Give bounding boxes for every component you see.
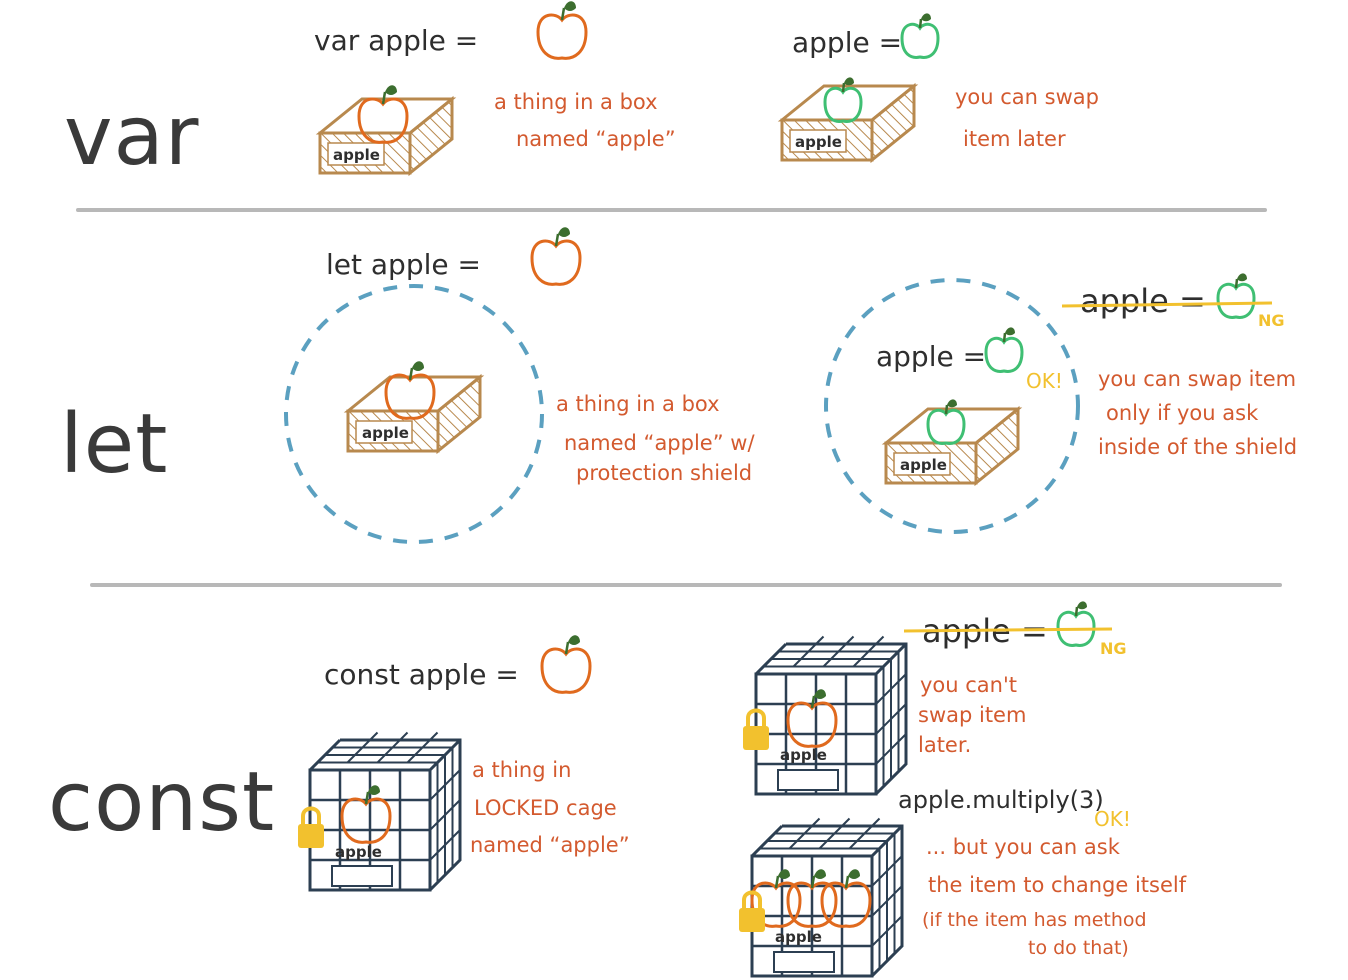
var-note-left-1: a thing in a box [494, 90, 658, 114]
var-note-right-1: you can swap [955, 85, 1099, 109]
var-note-left-2: named “apple” [516, 127, 676, 151]
let-ng: NG [1258, 311, 1285, 330]
green-apple-icon [984, 325, 1024, 373]
strike-line [1061, 301, 1273, 308]
cage-icon [308, 731, 462, 892]
let-struck-code: apple = [1080, 282, 1206, 320]
const-title: const [48, 755, 275, 850]
var-box-label-right: apple [795, 133, 842, 151]
let-section: let let apple = apple a thing in a box n… [60, 225, 1297, 544]
strike-line [903, 627, 1113, 633]
const-cage-label-left: apple [335, 843, 382, 861]
let-note-left-1: a thing in a box [556, 392, 720, 416]
let-note-right-3: inside of the shield [1098, 435, 1297, 459]
const-cage-label-bottom-right: apple [775, 928, 822, 946]
const-note-left-3: named “apple” [470, 833, 630, 857]
let-note-right-1: you can swap item [1098, 367, 1296, 391]
let-title: let [60, 397, 168, 492]
red-apple-in-cage-icon [820, 867, 872, 928]
red-apple-icon [530, 225, 582, 286]
let-note-left-2: named “apple” w/ [564, 431, 755, 455]
green-apple-icon [1216, 271, 1256, 319]
const-note-bottom-right-2: the item to change itself [928, 873, 1187, 897]
protection-shield [824, 278, 1080, 534]
green-apple-in-box-icon [823, 75, 863, 123]
var-section: var var apple = apple a thing in a box n… [64, 0, 1099, 184]
const-note-top-right-2: swap item [918, 703, 1026, 727]
green-apple-icon [1056, 599, 1096, 647]
var-title: var [64, 89, 200, 184]
let-note-left-3: protection shield [576, 461, 752, 485]
let-box-label-left: apple [362, 424, 409, 442]
red-apple-in-cage-icon [340, 783, 392, 844]
const-note-left-2: LOCKED cage [474, 796, 617, 820]
red-apple-icon [540, 633, 592, 694]
const-ok: OK! [1094, 807, 1131, 831]
cage-icon [750, 817, 904, 978]
let-code-left: let apple = [326, 248, 481, 281]
var-code-left: var apple = [314, 24, 478, 57]
var-code-right: apple = [792, 26, 902, 59]
var-box-label-left: apple [333, 146, 380, 164]
const-note-top-right-1: you can't [920, 673, 1017, 697]
const-code-left: const apple = [324, 658, 519, 691]
const-note-left-1: a thing in [472, 758, 571, 782]
const-note-bottom-right-4: to do that) [1028, 937, 1129, 959]
const-ng: NG [1100, 639, 1127, 658]
const-cage-label-top-right: apple [780, 746, 827, 764]
const-note-bottom-right-3: (if the item has method [922, 909, 1147, 931]
let-ok: OK! [1026, 369, 1063, 393]
let-note-right-2: only if you ask [1106, 401, 1259, 425]
red-apple-icon [536, 0, 588, 60]
var-note-right-2: item later [963, 127, 1066, 151]
let-code-inside: apple = [876, 340, 986, 373]
green-apple-icon [900, 11, 940, 59]
red-apple-in-cage-icon [786, 687, 838, 748]
cage-icon [754, 635, 908, 796]
let-box-label-right: apple [900, 456, 947, 474]
const-section: const const apple = apple a thing in LOC… [48, 599, 1187, 978]
const-note-bottom-right-1: ... but you can ask [926, 835, 1121, 859]
const-note-top-right-3: later. [918, 733, 971, 757]
green-apple-in-box-icon [926, 397, 966, 445]
protection-shield [284, 284, 544, 544]
const-method-code: apple.multiply(3) [898, 786, 1104, 814]
